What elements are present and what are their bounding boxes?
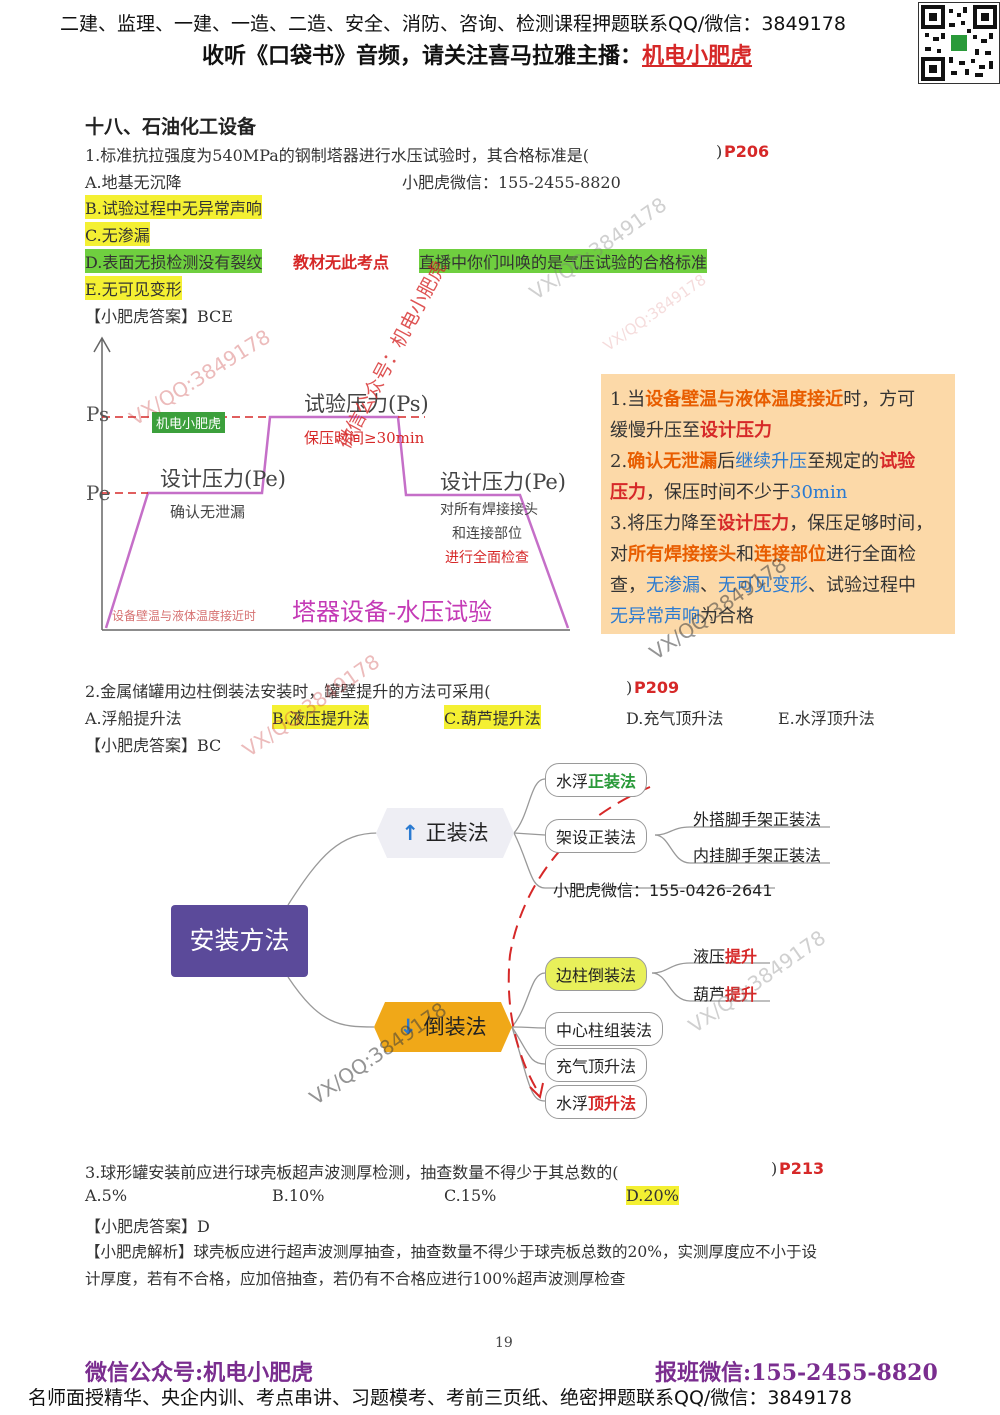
arrow-up-icon: ↑ — [401, 821, 419, 845]
q2-option-b: B.液压提升法 — [272, 705, 369, 729]
footer-official-account: 微信公众号:机电小肥虎 — [85, 1360, 314, 1386]
q1-option-d-note: 教材无此考点 — [293, 253, 390, 272]
q2-option-a: A.浮船提升法 — [85, 709, 182, 728]
down-to-side — [511, 972, 546, 1028]
note-line-5: 3.将压力降至设计压力，保压足够时间， — [610, 513, 934, 534]
node-air-jacking: 充气顶升法 — [545, 1048, 648, 1082]
side-to-gourd — [651, 972, 770, 1002]
note-line-7: 查，无渗漏、无可见变形、试验过程中 — [610, 575, 916, 596]
note-line-1: 1.当设备壁温与液体温度接近时，方可 — [610, 389, 916, 410]
q1-page-ref: P206 — [724, 142, 770, 161]
q3-answer: 【小肥虎答案】D — [85, 1217, 210, 1236]
red-arrow-head — [529, 1082, 544, 1100]
footer-services-line: 名师面授精华、央企内训、考点串讲、习题模考、考前三页纸、绝密押题联系QQ/微信：… — [28, 1387, 852, 1409]
q1-livestream-note: 直播中你们叫唤的是气压试验的合格标准 — [419, 249, 708, 273]
q3-option-b: B.10% — [272, 1186, 325, 1205]
side-to-hyd — [651, 962, 770, 974]
q2-option-d: D.充气顶升法 — [626, 709, 724, 728]
mindmap-root: 安装方法 — [171, 905, 308, 977]
q2-close-paren: ) — [626, 678, 633, 697]
frame-to-outer — [654, 826, 830, 836]
node-wechat: 小肥虎微信：155-0426-2641 — [553, 881, 773, 900]
q2-stem: 2.金属储罐用边柱倒装法安装时，罐壁提升的方法可采用( — [85, 682, 491, 701]
check-line-1: 对所有焊接接头 — [440, 502, 538, 518]
node-side-column: 边柱倒装法 — [545, 957, 648, 991]
watermark-7: VX/QQ:3849178 — [600, 270, 710, 355]
down-to-center — [511, 1026, 546, 1029]
header-podcast-host[interactable]: 机电小肥虎 — [642, 44, 753, 69]
q3-analysis-line-1: 【小肥虎解析】球壳板应进行超声波测厚抽查，抽查数量不得少于球壳板总数的20%，实… — [85, 1243, 817, 1261]
note-line-8: 无异常声响为合格 — [610, 606, 754, 627]
q1-option-e: E.无可见变形 — [85, 276, 182, 300]
q2-option-e: E.水浮顶升法 — [778, 709, 875, 728]
mindmap-down-branch: ↓ 倒装法 — [374, 1002, 512, 1052]
up-to-water — [513, 778, 546, 834]
q3-page-ref: P213 — [779, 1159, 825, 1178]
q3-option-c: C.15% — [444, 1186, 497, 1205]
node-gourd-lift: 葫芦提升 — [693, 985, 758, 1004]
note-line-6: 对所有焊接接头和连接部位进行全面检 — [610, 544, 916, 565]
design-pressure-label-left: 设计压力(Pe) — [160, 467, 286, 491]
q1-stem: 1.标准抗拉强度为540MPa的钢制塔器进行水压试验时，其合格标准是( — [85, 146, 590, 165]
frame-to-inner — [654, 834, 830, 864]
ps-label: Ps — [86, 402, 110, 426]
q2-option-c: C.葫芦提升法 — [444, 705, 541, 729]
q2-page-ref: P209 — [634, 678, 680, 697]
q3-close-paren: ) — [771, 1159, 778, 1178]
pressure-curve — [104, 415, 570, 629]
confirm-no-leak-label: 确认无泄漏 — [170, 503, 246, 521]
note-line-4: 压力，保压时间不少于30min — [610, 482, 848, 503]
note-line-3: 2.确认无泄漏后继续升压至规定的试验 — [610, 451, 916, 472]
arrow-down-icon: ↓ — [399, 1015, 417, 1039]
q1-close-paren: ) — [716, 142, 723, 161]
down-to-air — [511, 1026, 546, 1065]
node-center-column: 中心柱组装法 — [545, 1012, 664, 1046]
q1-option-d: D.表面无损检测没有裂纹 — [85, 249, 263, 273]
root-to-down — [287, 976, 375, 1028]
up-to-frame — [513, 832, 546, 836]
node-frame-upright: 架设正装法 — [545, 819, 648, 853]
q3-option-a: A.5% — [85, 1186, 128, 1205]
check-line-2: 和连接部位 — [452, 526, 522, 542]
q3-analysis-line-2: 计厚度，若有不合格，应加倍抽查，若仍有不合格应进行100%超声波测厚检查 — [85, 1270, 626, 1288]
node-water-float-jacking: 水浮顶升法 — [545, 1085, 648, 1119]
y-axis-arrow — [93, 336, 111, 353]
hold-time-label: 保压时间≥30min — [304, 429, 425, 447]
section-title: 十八、石油化工设备 — [85, 116, 257, 138]
wall-temp-note: 设备壁温与液体温度接近时 — [112, 609, 257, 623]
q1-option-c: C.无渗漏 — [85, 222, 150, 246]
q1-option-b: B.试验过程中无异常声响 — [85, 195, 262, 219]
brand-tag: 机电小肥虎 — [152, 412, 226, 433]
up-to-wechat — [513, 832, 546, 889]
qr-code-image — [918, 2, 1000, 84]
diagram-caption: 塔器设备-水压试验 — [292, 598, 493, 626]
header-podcast-line: 收听《口袋书》音频，请关注喜马拉雅主播：机电小肥虎 — [202, 38, 752, 70]
q3-stem: 3.球形罐安装前应进行球壳板超声波测厚检测，抽查数量不得少于其总数的( — [85, 1163, 619, 1182]
q2-answer: 【小肥虎答案】BC — [85, 736, 222, 755]
check-line-3: 进行全面检查 — [445, 550, 529, 566]
test-procedure-note-box — [601, 374, 955, 634]
node-water-float-upright: 水浮正装法 — [545, 763, 648, 797]
node-hydraulic-lift: 液压提升 — [693, 947, 758, 966]
node-inner-scaffold: 内挂脚手架正装法 — [693, 846, 822, 865]
q3-option-d: D.20% — [626, 1186, 679, 1205]
mindmap-up-branch: ↑ 正装法 — [376, 808, 514, 858]
note-line-2: 缓慢升压至设计压力 — [610, 420, 772, 441]
pe-label: Pe — [86, 481, 111, 505]
footer-enroll-wechat: 报班微信:155-2455-8820 — [655, 1360, 938, 1386]
root-to-up — [287, 832, 379, 906]
page-number: 19 — [495, 1335, 513, 1351]
header-podcast-prefix: 收听《口袋书》音频，请关注喜马拉雅主播： — [202, 44, 643, 69]
test-pressure-label: 试验压力(Ps) — [304, 392, 429, 416]
q1-answer: 【小肥虎答案】BCE — [85, 307, 233, 326]
node-outer-scaffold: 外搭脚手架正装法 — [693, 810, 822, 829]
q1-option-a: A.地基无沉降 — [85, 173, 182, 192]
design-pressure-label-right: 设计压力(Pe) — [440, 470, 566, 494]
header-contact-line: 二建、监理、一建、一造、二造、安全、消防、咨询、检测课程押题联系QQ/微信：38… — [60, 13, 846, 35]
q1-wechat: 小肥虎微信：155-2455-8820 — [402, 173, 621, 192]
